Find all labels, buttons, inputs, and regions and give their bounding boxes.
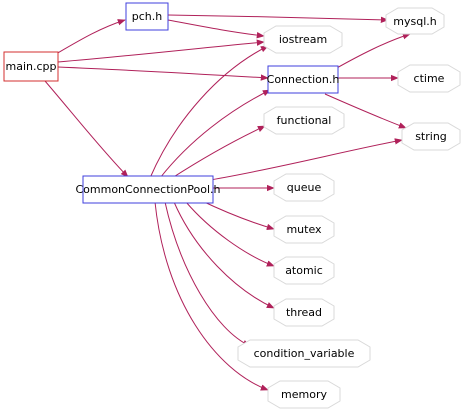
node-thread[interactable]: thread [273, 298, 335, 327]
edge-main-to-iostream [57, 39, 265, 63]
node-iostream-label: iostream [279, 33, 327, 46]
node-connection-h-label: Connection.h [267, 73, 340, 86]
node-atomic-label: atomic [285, 264, 323, 277]
node-queue[interactable]: queue [273, 173, 335, 202]
node-memory-label: memory [281, 388, 327, 401]
node-string-label: string [415, 130, 447, 143]
edge-pch-to-mysql [167, 14, 389, 23]
node-atomic[interactable]: atomic [273, 256, 335, 285]
edge-pool-to-functional [171, 125, 266, 179]
node-mutex[interactable]: mutex [273, 215, 335, 244]
edge-connection-to-string [324, 93, 407, 129]
edge-pool-to-connection [159, 89, 271, 179]
node-common-connection-pool-h-label: CommonConnectionPool.h [75, 183, 220, 196]
node-mutex-label: mutex [286, 223, 322, 236]
edge-pool-to-string [209, 138, 403, 181]
edge-pool-to-mutex [199, 199, 275, 231]
edge-pool-to-memory [154, 201, 269, 391]
node-string[interactable]: string [401, 122, 461, 151]
node-condition-variable-label: condition_variable [254, 347, 355, 360]
edge-pool-to-thread [173, 201, 275, 309]
node-functional[interactable]: functional [263, 106, 345, 135]
node-pch-h-label: pch.h [132, 10, 162, 23]
node-memory[interactable]: memory [267, 380, 341, 409]
edge-pool-to-atomic [185, 201, 275, 267]
node-iostream[interactable]: iostream [263, 25, 343, 54]
edge-main-to-connection [57, 66, 269, 81]
node-ctime[interactable]: ctime [397, 64, 461, 93]
edge-main-to-pch [55, 19, 126, 55]
node-mysql-h-label: mysql.h [393, 15, 436, 28]
edge-main-to-pool [44, 80, 129, 178]
edge-pool-to-condition-variable [164, 201, 251, 347]
edge-connection-to-mysql [334, 33, 411, 70]
node-queue-label: queue [287, 181, 322, 194]
node-mysql-h[interactable]: mysql.h [385, 7, 445, 35]
edge-pool-to-iostream [149, 45, 269, 179]
node-common-connection-pool-h[interactable]: CommonConnectionPool.h [75, 175, 221, 204]
node-thread-label: thread [286, 306, 322, 319]
node-functional-label: functional [277, 114, 332, 127]
node-ctime-label: ctime [414, 72, 445, 85]
node-main-cpp[interactable]: main.cpp [3, 51, 59, 82]
edge-pch-to-iostream [167, 19, 265, 39]
node-main-cpp-label: main.cpp [6, 60, 57, 73]
node-condition-variable[interactable]: condition_variable [237, 339, 371, 368]
node-pch-h[interactable]: pch.h [125, 2, 169, 31]
node-connection-h[interactable]: Connection.h [267, 65, 340, 94]
